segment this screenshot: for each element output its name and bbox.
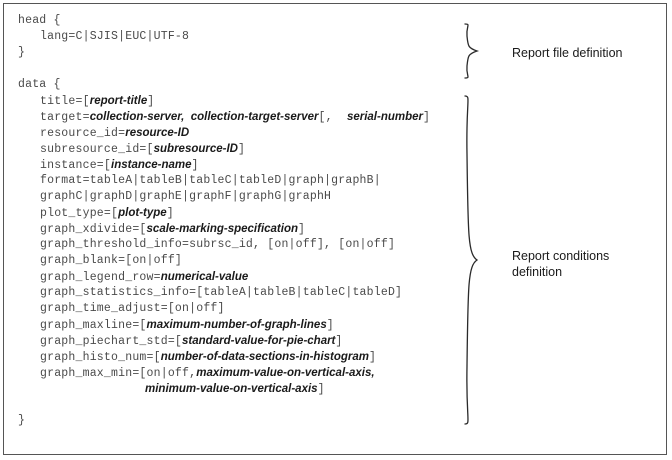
code-line-blank-1 bbox=[18, 61, 438, 77]
code-line-lang: lang=C|SJIS|EUC|UTF-8 bbox=[18, 29, 438, 45]
code-line-graph-piechart-std: graph_piechart_std=[standard-value-for-p… bbox=[18, 333, 438, 349]
code-token: ] bbox=[317, 383, 325, 396]
code-token: ] bbox=[423, 111, 431, 124]
code-token: ] bbox=[147, 95, 155, 108]
code-token: resource_id= bbox=[40, 127, 126, 140]
code-token: ] bbox=[298, 223, 306, 236]
code-token: plot_type=[ bbox=[40, 207, 119, 220]
code-token: graph_time_adjust=[on|off] bbox=[40, 302, 225, 315]
code-line-format-cont: graphC|graphD|graphE|graphF|graphG|graph… bbox=[18, 189, 438, 205]
annotation-report-conditions-definition: Report conditions definition bbox=[512, 249, 610, 279]
code-token: graph_legend_row= bbox=[40, 271, 161, 284]
code-line-graph-blank: graph_blank=[on|off] bbox=[18, 253, 438, 269]
code-line-graph-maxline: graph_maxline=[maximum-number-of-graph-l… bbox=[18, 317, 438, 333]
placeholder-token: numerical-value bbox=[160, 271, 249, 283]
code-token: graph_piechart_std=[ bbox=[40, 335, 183, 348]
brace-report-conditions-definition bbox=[462, 94, 480, 426]
code-line-subresource-id: subresource_id=[subresource-ID] bbox=[18, 141, 438, 157]
code-token: graphC|graphD|graphE|graphF|graphG|graph… bbox=[40, 190, 332, 203]
code-token: graph_statistics_info=[tableA|tableB|tab… bbox=[40, 286, 403, 299]
annotation-report-file-definition: Report file definition bbox=[512, 46, 623, 60]
code-token: ] bbox=[191, 159, 199, 172]
definition-border-box bbox=[3, 3, 667, 455]
code-line-data-open: data { bbox=[18, 77, 438, 93]
placeholder-token: instance-name bbox=[111, 159, 192, 171]
code-line-graph-max-min: graph_max_min=[on|off,maximum-value-on-v… bbox=[18, 365, 438, 381]
code-token: ] bbox=[166, 207, 174, 220]
code-token: ] bbox=[335, 335, 343, 348]
code-token: graph_xdivide=[ bbox=[40, 223, 147, 236]
code-line-graph-max-min-cont: minimum-value-on-vertical-axis] bbox=[18, 381, 438, 397]
code-line-data-close: } bbox=[18, 413, 438, 429]
brace-report-file-definition bbox=[462, 22, 480, 80]
code-token: graph_max_min=[on|off, bbox=[40, 367, 197, 380]
code-token: head { bbox=[18, 14, 61, 27]
code-line-head-open: head { bbox=[18, 13, 438, 29]
code-token: target= bbox=[40, 111, 90, 124]
code-line-graph-statistics-info: graph_statistics_info=[tableA|tableB|tab… bbox=[18, 285, 438, 301]
placeholder-token: number-of-data-sections-in-histogram bbox=[160, 351, 370, 363]
placeholder-token: resource-ID bbox=[125, 127, 190, 139]
code-line-graph-threshold-info: graph_threshold_info=subrsc_id, [on|off]… bbox=[18, 237, 438, 253]
code-token: title=[ bbox=[40, 95, 90, 108]
placeholder-token: scale-marking-specification bbox=[146, 223, 299, 235]
code-line-graph-legend-row: graph_legend_row=numerical-value bbox=[18, 269, 438, 285]
code-token: } bbox=[18, 414, 26, 427]
code-line-graph-xdivide: graph_xdivide=[scale-marking-specificati… bbox=[18, 221, 438, 237]
placeholder-token: plot-type bbox=[118, 207, 167, 219]
code-line-head-close: } bbox=[18, 45, 438, 61]
code-token: [, bbox=[318, 111, 347, 124]
code-token bbox=[18, 62, 25, 75]
placeholder-token: collection-server, collection-target-ser… bbox=[89, 111, 319, 123]
code-token: graph_maxline=[ bbox=[40, 319, 147, 332]
code-line-plot-type: plot_type=[plot-type] bbox=[18, 205, 438, 221]
code-token: graph_histo_num=[ bbox=[40, 351, 161, 364]
code-line-title: title=[report-title] bbox=[18, 93, 438, 109]
code-token: graph_threshold_info=subrsc_id, [on|off]… bbox=[40, 238, 396, 251]
placeholder-token: serial-number bbox=[346, 111, 423, 123]
code-line-graph-histo-num: graph_histo_num=[number-of-data-sections… bbox=[18, 349, 438, 365]
code-token: instance=[ bbox=[40, 159, 112, 172]
code-token: format=tableA|tableB|tableC|tableD|graph… bbox=[40, 174, 381, 187]
placeholder-token: maximum-value-on-vertical-axis, bbox=[196, 367, 375, 379]
placeholder-token: maximum-number-of-graph-lines bbox=[146, 319, 327, 331]
placeholder-token: subresource-ID bbox=[153, 143, 238, 155]
code-token: } bbox=[18, 46, 26, 59]
code-token: subresource_id=[ bbox=[40, 143, 154, 156]
code-token: ] bbox=[237, 143, 246, 156]
code-line-format: format=tableA|tableB|tableC|tableD|graph… bbox=[18, 173, 438, 189]
placeholder-token: minimum-value-on-vertical-axis bbox=[145, 383, 318, 395]
syntax-code-block: head { lang=C|SJIS|EUC|UTF-8} data { title… bbox=[18, 13, 438, 429]
code-token: graph_blank=[on|off] bbox=[40, 254, 183, 267]
code-token: ] bbox=[369, 351, 377, 364]
code-token: lang=C|SJIS|EUC|UTF-8 bbox=[40, 30, 190, 43]
code-line-graph-time-adjust: graph_time_adjust=[on|off] bbox=[18, 301, 438, 317]
code-token: data { bbox=[18, 78, 61, 91]
code-token bbox=[18, 398, 25, 411]
code-line-target: target=collection-server, collection-tar… bbox=[18, 109, 438, 125]
code-token: ] bbox=[326, 319, 334, 332]
code-line-instance: instance=[instance-name] bbox=[18, 157, 438, 173]
placeholder-token: report-title bbox=[89, 95, 148, 107]
code-line-resource-id: resource_id=resource-ID bbox=[18, 125, 438, 141]
placeholder-token: standard-value-for-pie-chart bbox=[182, 335, 336, 347]
code-line-blank-2 bbox=[18, 397, 438, 413]
